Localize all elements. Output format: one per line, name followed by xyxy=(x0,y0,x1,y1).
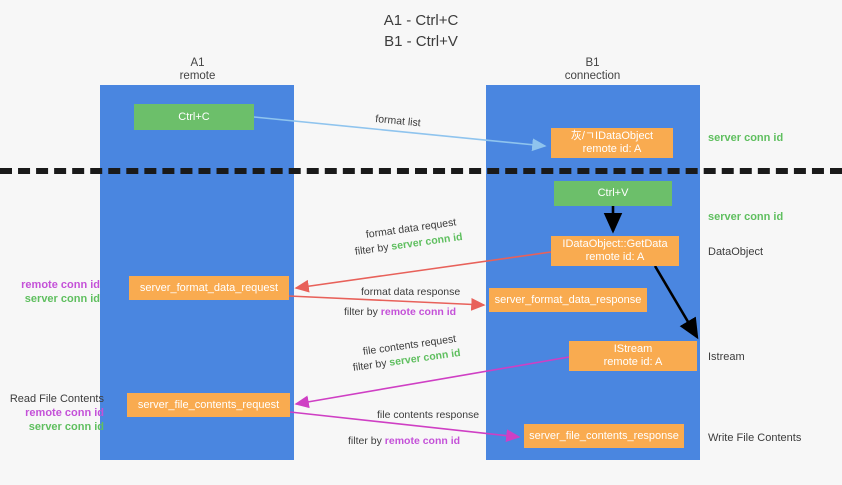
title-line-1: A1 - Ctrl+C xyxy=(383,12,459,29)
box-istream-line2: remote id: A xyxy=(603,356,663,368)
label-dataobject: DataObject xyxy=(708,246,764,258)
page-title: A1 - Ctrl+C B1 - Ctrl+V xyxy=(0,10,842,52)
box-server-file-contents-request-label: server_file_contents_request xyxy=(137,398,280,411)
box-getdata-line1: IDataObject::GetData xyxy=(562,238,668,250)
file-contents-response-filter-prefix: filter by xyxy=(348,435,385,447)
box-server-file-contents-response[interactable]: server_file_contents_response xyxy=(524,424,684,448)
box-server-format-data-request[interactable]: server_format_data_request xyxy=(129,276,289,300)
box-idataobject-line2: remote id: A xyxy=(582,143,642,155)
label-server-conn-id-mid: server conn id xyxy=(708,211,784,223)
label-left-conn-ids-1: remote conn id server conn id xyxy=(8,278,100,306)
format-data-request-filter-prefix: filter by xyxy=(354,240,393,258)
label-istream: Istream xyxy=(708,351,745,363)
format-data-response-filter-prefix: filter by xyxy=(344,306,381,318)
label-server-conn-id-2: server conn id xyxy=(28,421,104,433)
label-remote-conn-id-2: remote conn id xyxy=(25,407,104,419)
lane-b1-name: B1 xyxy=(585,57,600,69)
lane-a1-sub: remote xyxy=(179,70,216,82)
label-remote-conn-id-1: remote conn id xyxy=(21,279,100,291)
label-server-conn-id-1: server conn id xyxy=(24,293,100,305)
box-server-file-contents-response-label: server_file_contents_response xyxy=(529,429,679,442)
box-server-format-data-response[interactable]: server_format_data_response xyxy=(489,288,647,312)
box-istream-line1: IStream xyxy=(613,343,653,355)
label-file-contents-response: file contents response xyxy=(377,409,480,421)
box-istream[interactable]: IStream remote id: A xyxy=(569,341,697,371)
lane-header-b1: B1 connection xyxy=(525,57,660,83)
box-ctrl-c[interactable]: Ctrl+C xyxy=(134,104,254,130)
label-format-data-response: format data response xyxy=(361,286,461,298)
box-getdata-line2: remote id: A xyxy=(585,251,645,263)
label-format-list: format list xyxy=(374,112,422,130)
box-server-file-contents-request[interactable]: server_file_contents_request xyxy=(127,393,290,417)
label-format-data-response-filter: filter by remote conn id xyxy=(344,305,456,319)
box-server-format-data-request-label: server_format_data_request xyxy=(139,281,279,294)
format-data-response-filter-value: remote conn id xyxy=(380,306,457,318)
box-idataobject-getdata[interactable]: IDataObject::GetData remote id: A xyxy=(551,236,679,266)
box-idataobject-line1: 灰/ㄱIDataObject xyxy=(570,130,654,142)
box-ctrl-v-label: Ctrl+V xyxy=(597,187,629,199)
label-file-contents-response-filter: filter by remote conn id xyxy=(348,434,460,448)
separator-dashed-line xyxy=(0,168,842,174)
label-read-file-contents: Read File Contents xyxy=(9,393,104,405)
box-idataobject[interactable]: 灰/ㄱIDataObject remote id: A xyxy=(551,128,673,158)
box-ctrl-c-label: Ctrl+C xyxy=(178,110,210,123)
label-write-file-contents: Write File Contents xyxy=(708,432,802,444)
lane-header-a1: A1 remote xyxy=(130,57,265,83)
box-server-format-data-response-label: server_format_data_response xyxy=(494,293,642,306)
box-ctrl-v[interactable]: Ctrl+V xyxy=(554,181,672,206)
title-line-2: B1 - Ctrl+V xyxy=(384,33,458,50)
file-contents-response-filter-value: remote conn id xyxy=(384,435,461,447)
label-server-conn-id-top: server conn id xyxy=(708,132,784,144)
lane-a1-name: A1 xyxy=(190,57,205,69)
file-contents-request-filter-prefix: filter by xyxy=(352,356,391,374)
label-left-conn-ids-2: Read File Contents remote conn id server… xyxy=(8,392,104,434)
lane-b1-sub: connection xyxy=(564,70,621,82)
